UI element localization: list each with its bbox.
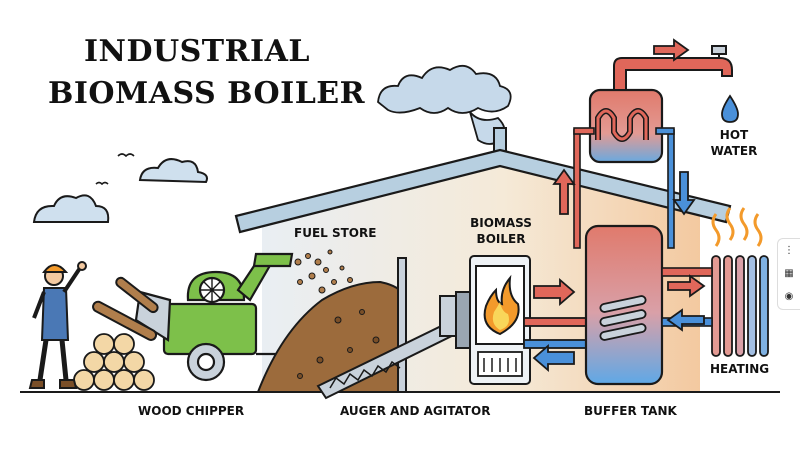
storage-divider <box>397 257 407 393</box>
arrow-cold-to-boiler <box>532 344 575 372</box>
label-hot: HOT <box>719 128 749 142</box>
label-biomass: BIOMASS <box>470 216 532 230</box>
worker <box>28 261 87 389</box>
cloud-left <box>32 194 110 223</box>
birds <box>95 153 135 186</box>
title-line-2: BIOMASS BOILER <box>48 76 366 111</box>
heat-waves <box>711 207 763 247</box>
arrow-down-cold <box>672 171 696 216</box>
water-drop-icon <box>721 94 739 123</box>
log-pile <box>73 333 155 391</box>
chimney-smoke <box>377 64 512 145</box>
fuel-chips <box>294 249 380 379</box>
arrow-to-radiator <box>667 274 706 298</box>
label-heating: HEATING <box>710 362 770 376</box>
label-boiler: BOILER <box>476 232 526 246</box>
circle-icon[interactable]: ◉ <box>784 291 794 303</box>
arrow-up-hot <box>552 168 576 215</box>
faucet <box>613 45 733 91</box>
arrow-hot-to-tank <box>533 278 576 306</box>
tank-coil <box>599 295 647 341</box>
share-icon[interactable]: ⋮ <box>784 244 794 256</box>
boiler-unit <box>469 255 531 385</box>
grid-icon[interactable]: ▦ <box>784 267 794 279</box>
cloud-middle <box>138 158 208 184</box>
label-wood-chipper: WOOD CHIPPER <box>138 404 245 418</box>
logs-feeding <box>92 276 159 341</box>
label-buffer-tank: BUFFER TANK <box>584 404 677 418</box>
label-fuel-store: FUEL STORE <box>294 226 377 240</box>
building-roof <box>234 148 732 234</box>
arrow-hot-water-out <box>653 38 690 62</box>
label-water: WATER <box>710 144 758 158</box>
label-auger-and-agitator: AUGER AND AGITATOR <box>340 404 491 418</box>
side-toolbar: ⋮ ▦ ◉ <box>777 238 800 310</box>
heating-radiator <box>711 255 769 357</box>
arrow-from-radiator <box>666 308 705 332</box>
tank-connect-pipes <box>573 127 675 249</box>
wood-chipper <box>134 252 294 382</box>
title-line-1: INDUSTRIAL <box>84 34 310 69</box>
